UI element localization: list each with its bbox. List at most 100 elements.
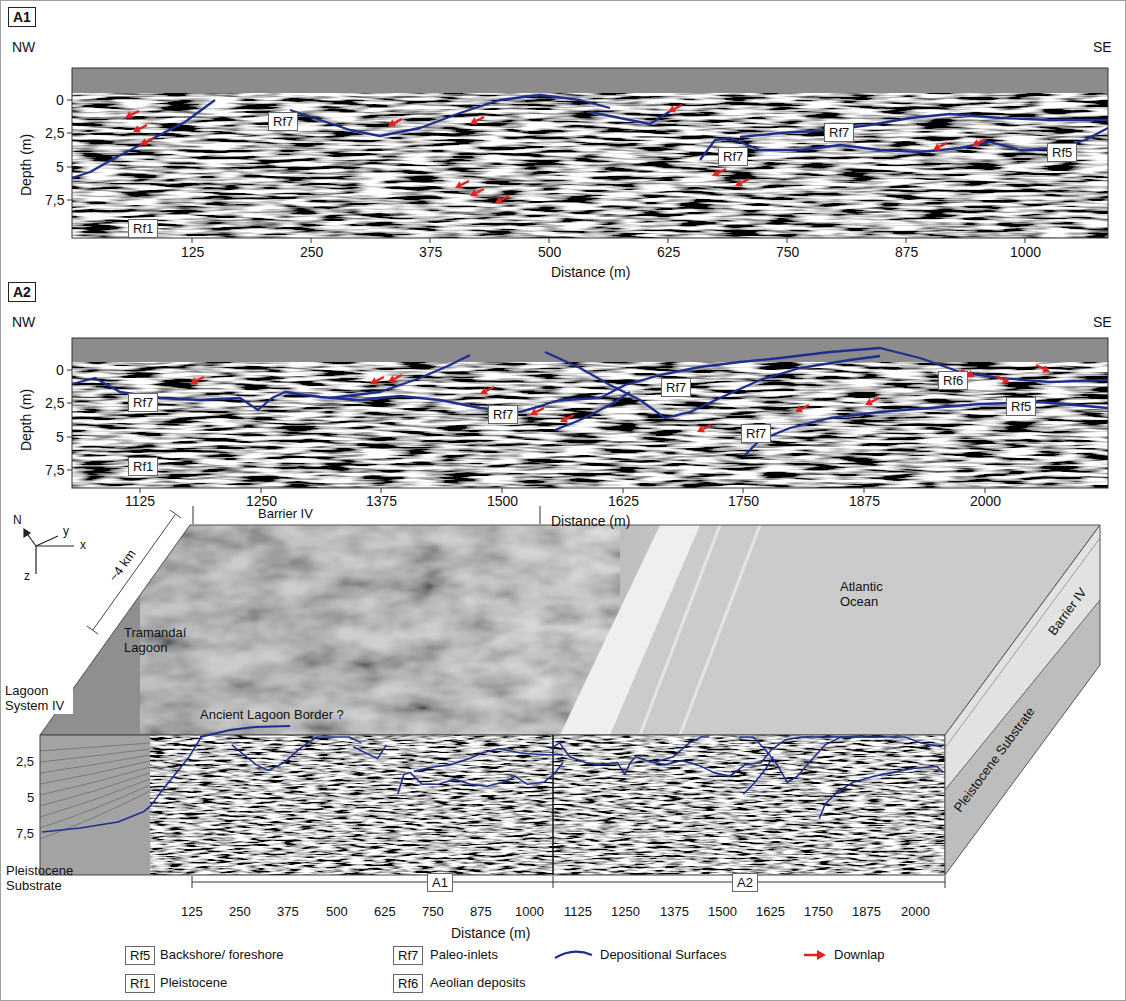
unit-code: Rf7 — [488, 405, 518, 424]
tick-mark — [67, 100, 72, 101]
place-name: Atlantic Ocean — [840, 580, 902, 610]
legend-text: Depositional Surfaces — [600, 948, 726, 963]
layer-line — [40, 749, 150, 762]
downlap-arrowhead — [712, 169, 720, 176]
downlap-arrow — [566, 415, 574, 419]
downlap-arrow — [476, 117, 484, 121]
axis-title: Distance (m) — [551, 264, 630, 280]
tick-label: 2000 — [901, 905, 930, 920]
tick-label: 875 — [895, 244, 918, 260]
downlap-arrow — [394, 375, 402, 379]
place-name: Tramandaí Lagoon — [124, 626, 198, 656]
axis-letter: y — [63, 525, 69, 539]
depositional-surface — [353, 745, 386, 759]
tick-label: 1625 — [608, 493, 639, 509]
unit-code: Rf7 — [718, 147, 748, 166]
tick-mark — [192, 238, 193, 243]
panel-label: A2 — [8, 282, 36, 302]
depositional-surface — [555, 392, 630, 430]
tick-label: 250 — [229, 905, 251, 920]
downlap-arrowhead — [795, 405, 803, 412]
depositional-surface — [819, 767, 943, 819]
tick-label: 250 — [300, 244, 323, 260]
tick-label: 2,5 — [16, 755, 34, 770]
depositional-surface — [654, 737, 710, 763]
downlap-arrowhead — [1042, 365, 1050, 372]
tick-label: 500 — [326, 905, 348, 920]
node-text: Rf5 — [1052, 145, 1072, 160]
tick-mark — [623, 488, 624, 493]
downlap-arrow — [461, 181, 469, 185]
unit-name: Pleistocene Substrate — [6, 864, 88, 894]
depositional-surface — [740, 114, 1108, 137]
downlap-arrowhead — [530, 408, 538, 415]
direction-label: SE — [1093, 39, 1112, 55]
downlap-arrow — [718, 169, 726, 173]
tick-label: 750 — [422, 905, 444, 920]
depositional-surface — [42, 737, 201, 832]
tick-label: 500 — [538, 244, 561, 260]
tick-mark — [668, 238, 669, 243]
tick-label: 1125 — [564, 905, 592, 920]
node-text: A2 — [737, 875, 753, 890]
tick-label: 5 — [56, 429, 64, 445]
tick-label: 1375 — [366, 493, 397, 509]
tick-label: 875 — [470, 905, 492, 920]
direction-label: SE — [1093, 314, 1112, 330]
node-text: Rf1 — [130, 976, 150, 991]
tick-mark — [67, 200, 72, 201]
axis-letter: N — [13, 514, 22, 528]
tick-mark — [67, 370, 72, 371]
downlap-arrowhead — [370, 377, 378, 384]
tick-mark — [381, 488, 382, 493]
tick-mark — [906, 238, 907, 243]
downlap-arrow — [871, 398, 879, 402]
node-text: Rf7 — [493, 407, 513, 422]
downlap-arrowhead — [1002, 376, 1010, 383]
depositional-surface — [414, 749, 563, 772]
node-text: Rf1 — [133, 459, 153, 474]
downlap-arrow — [1036, 365, 1044, 369]
tick-label: 2000 — [970, 493, 1001, 509]
downlap-arrowhead — [495, 196, 503, 203]
tick-label: 375 — [277, 905, 299, 920]
downlap-arrowhead — [470, 117, 478, 124]
node-text: Rf7 — [666, 380, 686, 395]
downlap-arrowhead — [865, 398, 873, 405]
tick-label: 625 — [374, 905, 396, 920]
axis-letter: x — [80, 539, 86, 553]
profile-a1 — [72, 68, 1108, 238]
unit-code: Rf5 — [1047, 143, 1077, 162]
tick-label: 1750 — [728, 493, 759, 509]
legend-text: Downlap — [834, 948, 885, 963]
downlap-arrow — [996, 376, 1004, 380]
axis-title: Depth (m) — [18, 389, 34, 451]
legend-text: Backshore/ foreshore — [160, 948, 284, 963]
tick-label: 7,5 — [45, 462, 64, 478]
node-text: A2 — [13, 284, 31, 300]
unit-code: Rf7 — [268, 112, 298, 131]
tick-label: 1000 — [1010, 244, 1041, 260]
depositional-surface — [72, 378, 545, 412]
downlap-arrow — [131, 111, 139, 115]
downlap-arrowhead — [140, 138, 148, 145]
depositional-surface — [72, 100, 215, 178]
unit-code: Rf5 — [1006, 397, 1036, 416]
downlap-arrowhead — [388, 375, 396, 382]
tick-mark — [502, 488, 503, 493]
tick-mark — [261, 488, 262, 493]
tick-mark — [864, 488, 865, 493]
block-diagram — [40, 525, 1100, 875]
tick-mark — [67, 403, 72, 404]
unit-code: Rf7 — [128, 393, 158, 412]
downlap-arrowhead — [735, 179, 743, 186]
downlap-arrow — [501, 196, 509, 200]
unit-name: Lagoon System IV — [3, 684, 73, 714]
downlap-arrowhead — [470, 189, 478, 196]
layer-line — [40, 743, 150, 751]
downlap-arrow — [536, 408, 544, 412]
depositional-surface — [739, 737, 873, 782]
axis-letter: z — [24, 570, 30, 584]
